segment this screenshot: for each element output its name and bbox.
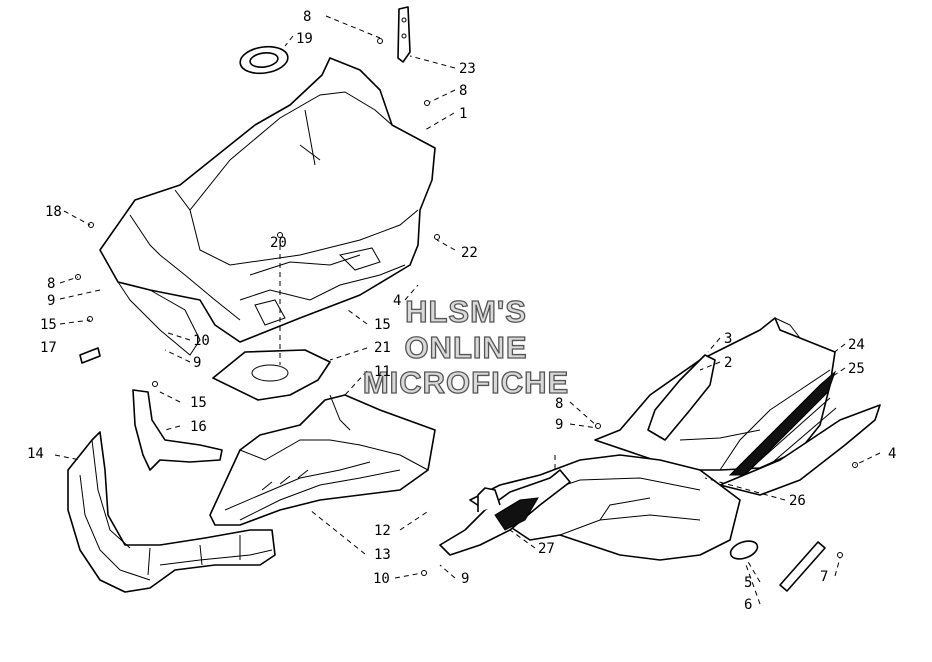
callout-26: 26 xyxy=(789,493,806,509)
callout-4-upper: 4 xyxy=(393,293,401,309)
callout-2: 2 xyxy=(724,355,732,371)
part-14-front-bumper xyxy=(67,431,276,593)
callout-20: 20 xyxy=(270,235,287,251)
part-11-belly-pan xyxy=(209,394,436,526)
callout-23: 23 xyxy=(459,61,476,77)
callout-8-right: 8 xyxy=(459,83,467,99)
callout-labels: 8 19 23 8 1 18 20 22 8 9 4 15 15 10 17 9… xyxy=(27,9,896,613)
fastener-screws xyxy=(75,38,858,576)
part-1-upper-body-panel xyxy=(99,57,436,356)
callout-18: 18 xyxy=(45,204,62,220)
callout-5: 5 xyxy=(744,575,752,591)
watermark: HLSM'S ONLINE MICROFICHE xyxy=(362,293,569,400)
part-4-side-skirt xyxy=(719,404,881,496)
callout-7: 7 xyxy=(820,569,828,585)
callout-10-lower: 10 xyxy=(373,571,390,587)
leader-lines xyxy=(54,15,881,605)
part-27-front-fork xyxy=(439,469,571,556)
callout-9-lower: 9 xyxy=(461,571,469,587)
callout-15-lower: 15 xyxy=(190,395,207,411)
callout-8-top: 8 xyxy=(303,9,311,25)
callout-19: 19 xyxy=(296,31,313,47)
callout-1: 1 xyxy=(459,106,467,122)
callout-27: 27 xyxy=(538,541,555,557)
callout-8-right-asm: 8 xyxy=(555,396,563,412)
callout-21: 21 xyxy=(374,340,391,356)
part-21-gasket-plate xyxy=(212,349,331,401)
part-7-strip xyxy=(779,541,826,592)
callout-4-right: 4 xyxy=(888,446,896,462)
watermark-line-3: MICROFICHE xyxy=(363,365,569,400)
callout-13: 13 xyxy=(374,547,391,563)
part-26-chassis xyxy=(469,454,741,561)
callout-9-mid: 9 xyxy=(193,355,201,371)
part-16-bracket xyxy=(132,389,223,471)
callout-12: 12 xyxy=(374,523,391,539)
callout-16: 16 xyxy=(190,419,207,435)
callout-9-right-asm: 9 xyxy=(555,417,563,433)
callout-22: 22 xyxy=(461,245,478,261)
callout-3: 3 xyxy=(724,331,732,347)
part-23-bracket xyxy=(397,6,411,63)
callout-10-upper: 10 xyxy=(193,333,210,349)
watermark-line-2: ONLINE xyxy=(404,330,527,365)
part-5-cap xyxy=(729,540,759,560)
callout-15-mid: 15 xyxy=(374,317,391,333)
callout-11: 11 xyxy=(374,364,391,380)
callout-17: 17 xyxy=(40,340,57,356)
callout-15-left: 15 xyxy=(40,317,57,333)
watermark-line-1: HLSM'S xyxy=(405,294,527,329)
part-19-grommet xyxy=(239,45,289,75)
callout-8-left: 8 xyxy=(47,276,55,292)
callout-25: 25 xyxy=(848,361,865,377)
callout-24: 24 xyxy=(848,337,865,353)
callout-14: 14 xyxy=(27,446,44,462)
callout-6: 6 xyxy=(744,597,752,613)
callout-9-left: 9 xyxy=(47,293,55,309)
